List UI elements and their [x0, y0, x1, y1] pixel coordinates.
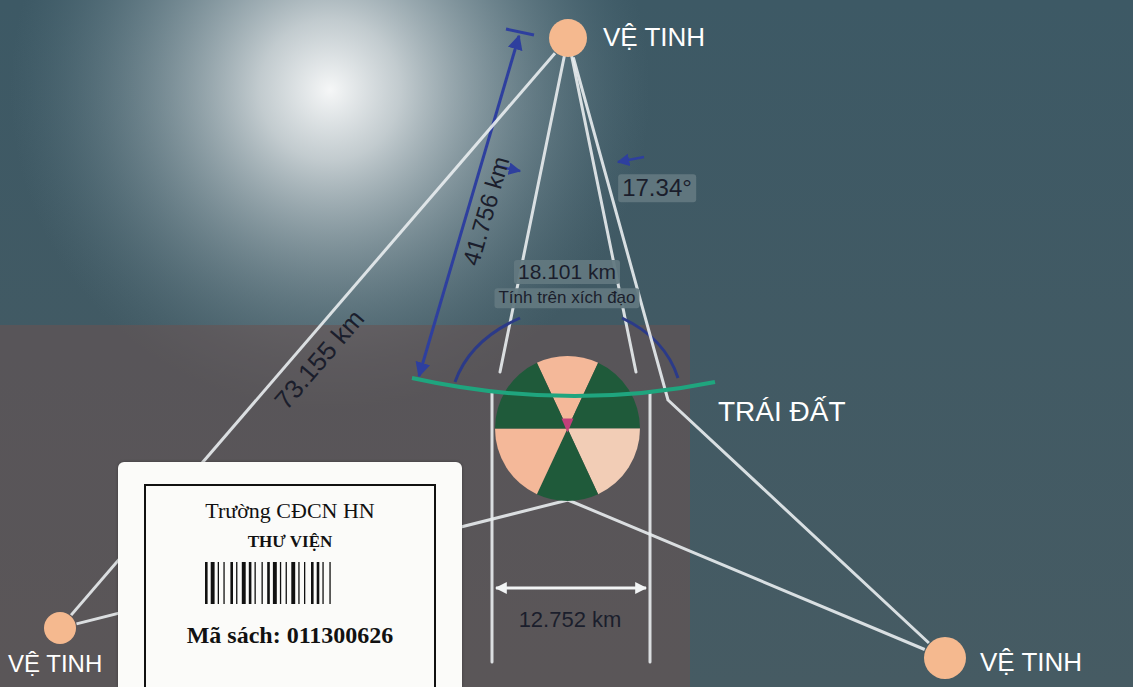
barcode-bar	[255, 562, 256, 604]
school-name: Trường CĐCN HN	[118, 498, 462, 523]
library-title: THƯ VIỆN	[118, 532, 462, 552]
coverage-arc	[455, 318, 520, 382]
equator-arc	[412, 378, 715, 396]
satellite-symbol	[43, 611, 77, 645]
barcode-bar	[267, 562, 270, 604]
satellite-node: VỆ TINH	[548, 18, 588, 58]
barcode-bar	[262, 562, 263, 604]
barcode-bar	[223, 562, 224, 604]
satellite-circle	[44, 612, 76, 644]
barcode-bar	[242, 562, 246, 604]
barcode-bar	[329, 562, 330, 604]
diameter-label: 12.752 km	[519, 607, 622, 632]
barcode-bar	[298, 562, 299, 604]
dimension-arrow	[419, 36, 519, 376]
satellite-circle	[924, 637, 966, 679]
satellite-label: VỆ TINH	[8, 650, 102, 678]
angle-arrow	[618, 157, 644, 162]
distance-label: 73.155 km	[269, 304, 371, 416]
shaded-panel	[0, 325, 690, 687]
barcode-bar	[230, 562, 233, 604]
projection-line	[491, 392, 494, 662]
barcode-bar	[280, 562, 281, 604]
earth-symbol	[495, 356, 640, 501]
barcode-bar	[291, 562, 295, 604]
barcode-bar	[311, 562, 314, 604]
satellite-circle	[549, 19, 587, 57]
barcode-bar	[304, 562, 305, 604]
barcode	[205, 562, 375, 604]
satellite-label: VỆ TINH	[980, 648, 1082, 678]
earth-centre	[562, 419, 574, 433]
coverage-arc	[622, 318, 678, 378]
beam-line	[568, 38, 636, 372]
satellite-symbol	[923, 636, 967, 680]
barcode-bar	[205, 562, 208, 604]
barcode-bar	[286, 562, 287, 604]
satellite-node: VỆ TINH	[923, 636, 967, 680]
barcode-bar	[273, 562, 277, 604]
beam-connector	[573, 57, 929, 643]
arc-length-label: 18.101 km	[514, 260, 620, 284]
earth-node: TRÁI ĐẤT	[495, 356, 640, 501]
barcode-bar	[322, 562, 323, 604]
barcode-bar	[249, 562, 252, 604]
barcode-bar	[317, 562, 320, 604]
satellite-symbol	[548, 18, 588, 58]
angle-label: 17.34°	[618, 174, 696, 202]
note-label: Tính trên xích đạo	[494, 288, 639, 308]
dimension-tick	[506, 29, 534, 35]
projection-line	[649, 392, 652, 662]
barcode-bar	[218, 562, 219, 604]
barcode-bar	[211, 562, 215, 604]
library-sticker: Trường CĐCN HN THƯ VIỆN Mã sách: 011300626	[118, 462, 462, 687]
earth-label: TRÁI ĐẤT	[718, 396, 846, 428]
satellite-label: VỆ TINH	[603, 23, 705, 53]
satellite-node: VỆ TINH	[43, 611, 77, 645]
book-code: Mã sách: 011300626	[118, 622, 462, 650]
dimension-arrow	[496, 587, 646, 590]
barcode-bar	[236, 562, 237, 604]
distance-label: 41.756 km	[457, 153, 515, 268]
earth-sector	[495, 429, 568, 495]
